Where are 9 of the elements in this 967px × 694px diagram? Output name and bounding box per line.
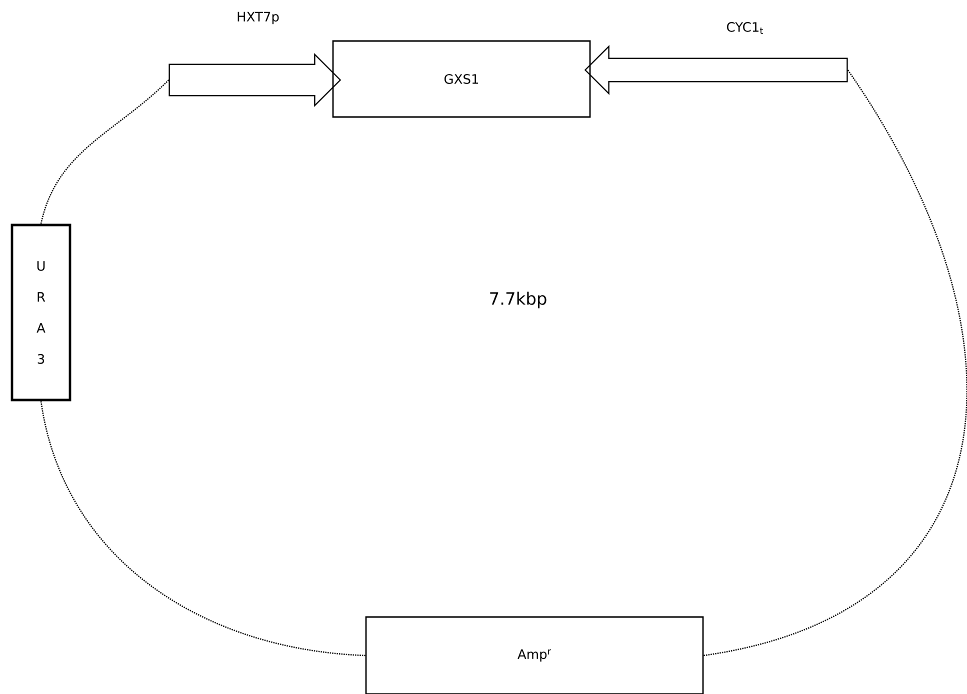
plasmid-size: 7.7kbp [490, 292, 546, 308]
plasmid-backbone [40, 80, 170, 224]
plasmid-backbone [40, 401, 366, 656]
arrow-label: HXT7p [238, 12, 279, 24]
gene-box: GXS1 [332, 40, 591, 118]
plasmid-backbone [704, 70, 967, 656]
gene-box: Amp$^{r}$ [365, 616, 704, 694]
arrow-label: CYC1$_{t}$ [727, 22, 764, 34]
gene-box: U R A 3 [10, 224, 72, 402]
